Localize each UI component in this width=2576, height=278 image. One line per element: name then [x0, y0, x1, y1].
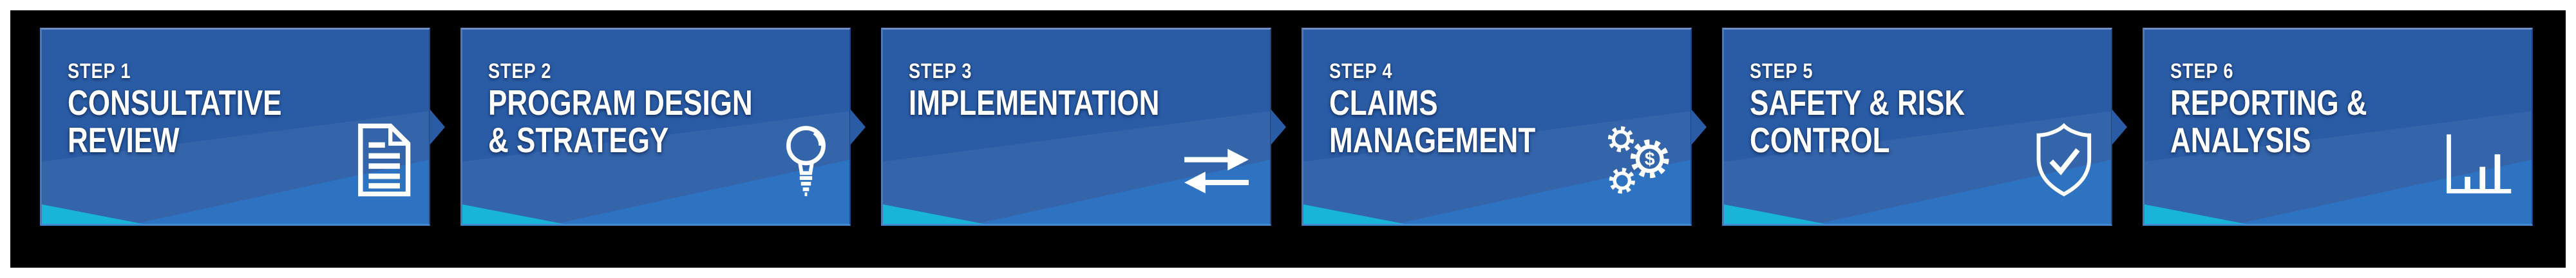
next-step-arrow-icon [1691, 108, 1707, 145]
step-title: CONSULTATIVE REVIEW [68, 84, 336, 159]
step-title-line-1: PROGRAM DESIGN [488, 83, 753, 123]
step-box: STEP 4 CLAIMS MANAGEMENT $ [1302, 28, 1707, 226]
bar-chart-icon [2440, 122, 2516, 198]
step-text-block: STEP 4 CLAIMS MANAGEMENT [1329, 58, 1587, 159]
step-title-line-1: REPORTING & [2170, 83, 2367, 123]
step-label: STEP 5 [1750, 59, 1814, 83]
dollar-glyph: $ [1645, 149, 1655, 170]
step-box: STEP 2 PROGRAM DESIGN & STRATEGY [460, 28, 866, 226]
next-step-arrow-icon [1271, 108, 1286, 145]
step-box: STEP 5 SAFETY & RISK CONTROL [1722, 28, 2127, 226]
step-title-line-2: MANAGEMENT [1329, 120, 1536, 160]
diagram-panel: STEP 1 CONSULTATIVE REVIEW STEP 2 PROGRA… [10, 10, 2566, 268]
step-title: SAFETY & RISK CONTROL [1750, 84, 2019, 159]
step-title: REPORTING & ANALYSIS [2170, 84, 2416, 159]
step-box: STEP 3 IMPLEMENTATION [881, 28, 1286, 226]
document-icon [337, 122, 413, 198]
step-label: STEP 1 [68, 59, 131, 83]
step-title: CLAIMS MANAGEMENT [1329, 84, 1587, 159]
step-text-block: STEP 6 REPORTING & ANALYSIS [2170, 58, 2416, 159]
next-step-arrow-icon [850, 108, 866, 145]
next-step-arrow-icon [430, 108, 445, 145]
step-title-line-2: CONTROL [1750, 120, 1890, 160]
step-title-line-1: CLAIMS [1329, 83, 1438, 123]
step-title: IMPLEMENTATION [909, 84, 1222, 121]
lightbulb-icon [758, 122, 834, 198]
step-title-line-2: & STRATEGY [488, 120, 669, 160]
step-label: STEP 2 [488, 59, 552, 83]
step-label: STEP 6 [2170, 59, 2234, 83]
step-box: STEP 1 CONSULTATIVE REVIEW [40, 28, 445, 226]
steps-row: STEP 1 CONSULTATIVE REVIEW STEP 2 PROGRA… [40, 28, 2536, 226]
step-title-line-2: REVIEW [68, 120, 180, 160]
step-title: PROGRAM DESIGN & STRATEGY [488, 84, 819, 159]
step-title-line-2: ANALYSIS [2170, 120, 2311, 160]
next-step-arrow-icon [2112, 108, 2127, 145]
step-text-block: STEP 2 PROGRAM DESIGN & STRATEGY [488, 58, 819, 159]
transfer-arrows-icon [1179, 122, 1255, 198]
step-label: STEP 4 [1329, 59, 1393, 83]
step-label: STEP 3 [909, 59, 972, 83]
step-text-block: STEP 5 SAFETY & RISK CONTROL [1750, 58, 2019, 159]
step-box: STEP 6 REPORTING & ANALYSIS [2143, 28, 2533, 226]
step-text-block: STEP 3 IMPLEMENTATION [909, 58, 1222, 121]
gears-dollar-icon: $ [1599, 122, 1675, 198]
shield-check-icon [2020, 122, 2096, 198]
step-title-line-1: IMPLEMENTATION [909, 83, 1160, 123]
step-text-block: STEP 1 CONSULTATIVE REVIEW [68, 58, 336, 159]
step-title-line-1: CONSULTATIVE [68, 83, 282, 123]
step-title-line-1: SAFETY & RISK [1750, 83, 1965, 123]
